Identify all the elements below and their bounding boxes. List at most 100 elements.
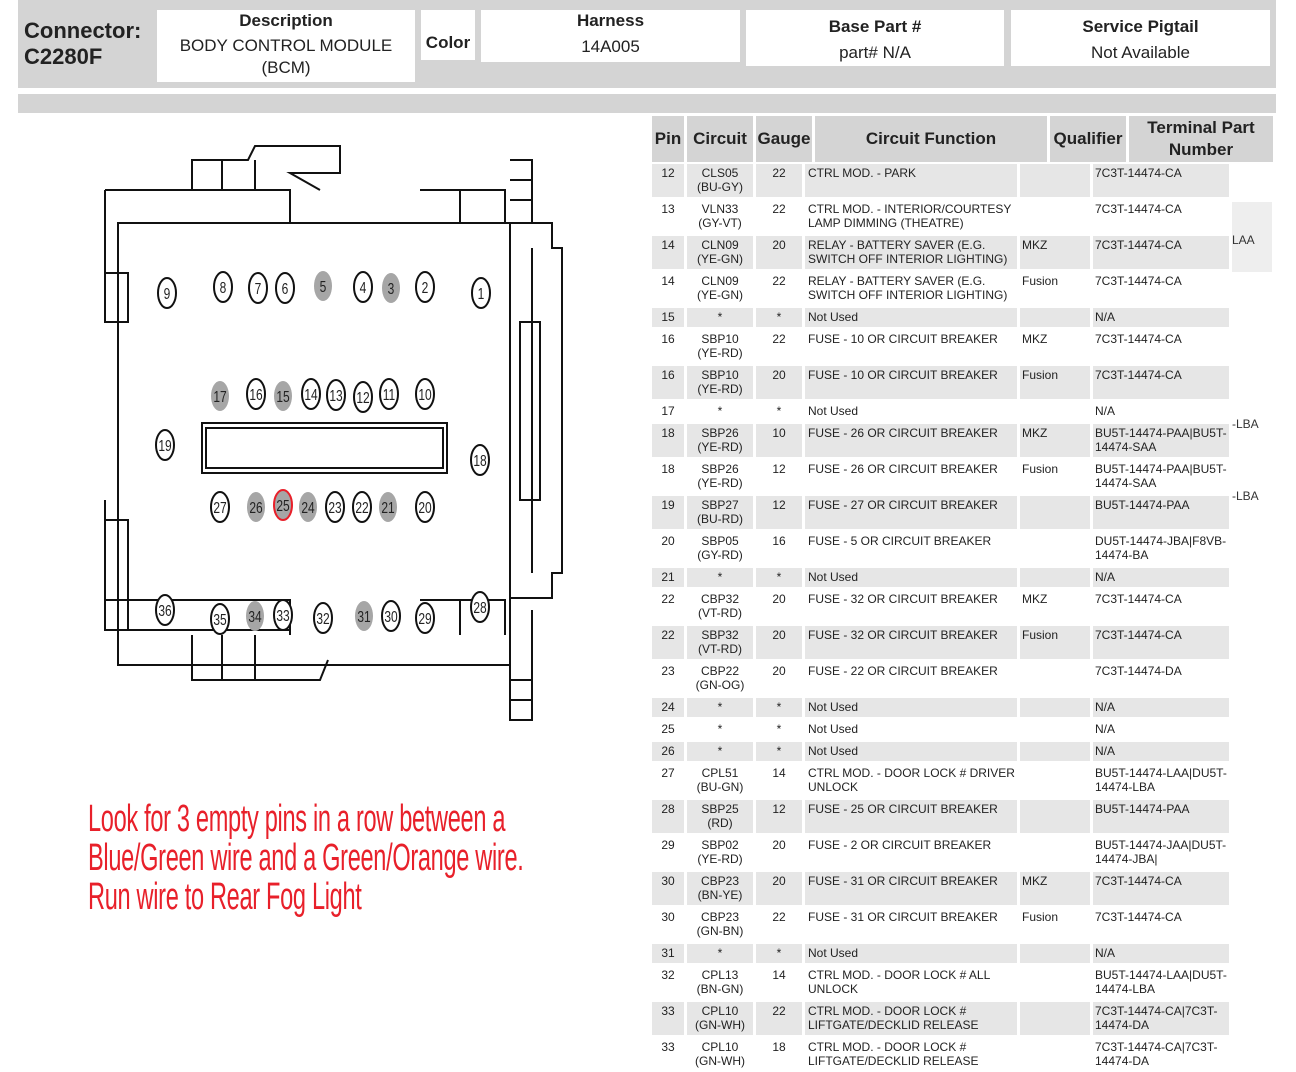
pin-table-header: Pin Circuit Gauge Circuit Function Quali… [652, 116, 1273, 162]
pin-number: 3 [388, 279, 395, 297]
cell-pin: 30 [661, 910, 675, 924]
cell-qualifier: Fusion [1022, 274, 1059, 288]
cell-circuit: SBP10 (YE-RD) [687, 366, 753, 399]
pin-circle [246, 601, 264, 631]
cell-qualifier [1020, 532, 1090, 565]
cell-circuit: SBP10 (YE-RD) [697, 332, 743, 360]
pin-9: 9 [157, 277, 177, 309]
cell-pin: 31 [652, 944, 684, 963]
pin-2: 2 [415, 271, 435, 303]
cell-pin: 21 [652, 568, 684, 587]
cell-circuit: SBP26 (YE-RD) [687, 424, 753, 457]
pin-number: 22 [355, 498, 368, 516]
header-circuit-function: Circuit Function [815, 116, 1047, 162]
cell-circuit-function: FUSE - 31 OR CIRCUIT BREAKER [808, 910, 998, 924]
cell-circuit: SBP27 (BU-RD) [687, 496, 753, 529]
cell-gauge: 20 [756, 872, 802, 905]
pin-30: 30 [381, 600, 401, 632]
cell-circuit: * [687, 308, 753, 327]
cell-circuit-function: CTRL MOD. - DOOR LOCK # ALL UNLOCK [808, 968, 990, 996]
cell-gauge: 22 [772, 202, 786, 216]
cell-circuit-function: FUSE - 32 OR CIRCUIT BREAKER [808, 592, 998, 606]
cell-terminal-part-number: N/A [1093, 308, 1229, 327]
cell-qualifier: Fusion [1020, 626, 1090, 659]
pin-number: 10 [418, 385, 431, 403]
pin-number: 34 [248, 607, 261, 625]
pin-19: 19 [155, 429, 175, 461]
cell-terminal-part-number: 7C3T-14474-CA [1093, 366, 1229, 399]
cell-qualifier: MKZ [1020, 872, 1090, 905]
pin-circle [415, 378, 435, 410]
cell-gauge: 22 [772, 910, 786, 924]
cell-terminal-part-number: N/A [1093, 742, 1229, 761]
pin-14: 14 [301, 378, 321, 410]
header-terminal-part-number: Terminal Part Number [1129, 116, 1273, 162]
cell-circuit: VLN33 (GY-VT) [698, 202, 742, 230]
pin-circle [155, 429, 175, 461]
cell-qualifier [1020, 496, 1090, 529]
cell-circuit: * [687, 698, 753, 717]
cell-circuit-function: Not Used [805, 944, 1017, 963]
cell-pin: 14 [652, 236, 684, 269]
pin-17: 17 [211, 381, 229, 411]
pin-number: 7 [255, 279, 262, 297]
cell-qualifier [1020, 698, 1090, 717]
cell-circuit-function: CTRL MOD. - PARK [805, 164, 1017, 197]
cell-gauge: 14 [772, 968, 786, 982]
cell-pin: 17 [661, 404, 675, 418]
pin-circle [211, 381, 229, 411]
cell-circuit-function: CTRL MOD. - INTERIOR/COURTESY LAMP DIMMI… [808, 202, 1012, 230]
cell-pin: 13 [661, 202, 675, 216]
cell-circuit: SBP05 (GY-RD) [697, 534, 743, 562]
cell-gauge: * [756, 698, 802, 717]
cell-circuit-function: FUSE - 10 OR CIRCUIT BREAKER [808, 332, 998, 346]
color-box: Color [421, 10, 475, 60]
cell-gauge: 20 [772, 664, 786, 678]
cell-terminal-part-number: 7C3T-14474-CA [1095, 332, 1182, 346]
pin-13: 13 [326, 379, 346, 411]
cell-gauge: 18 [772, 1040, 786, 1054]
cell-terminal-part-number: BU5T-14474-LAA|DU5T-14474-LBA [1095, 968, 1227, 996]
pin-number: 2 [422, 278, 429, 296]
pin-number: 36 [158, 601, 171, 619]
cell-pin: 18 [652, 424, 684, 457]
cell-circuit-function: FUSE - 27 OR CIRCUIT BREAKER [805, 496, 1017, 529]
pin-circle [470, 591, 490, 623]
pin-number: 26 [249, 498, 262, 516]
cell-pin: 16 [661, 332, 675, 346]
cell-terminal-part-number: 7C3T-14474-CA|7C3T-14474-DA [1093, 1002, 1229, 1035]
pin-number: 4 [360, 278, 367, 296]
instruction-note: Look for 3 empty pins in a row between a… [88, 798, 524, 918]
pin-15: 15 [274, 381, 292, 411]
pin-circle [299, 492, 317, 522]
pin-26: 26 [247, 492, 265, 522]
pin-31: 31 [355, 601, 373, 631]
cell-qualifier [1020, 944, 1090, 963]
cell-circuit: CLS05 (BU-GY) [687, 164, 753, 197]
pin-number: 5 [320, 277, 327, 295]
pin-number: 32 [316, 609, 329, 627]
pin-10: 10 [415, 378, 435, 410]
cell-qualifier: Fusion [1022, 462, 1059, 476]
cell-pin: 27 [661, 766, 675, 780]
cell-qualifier: Fusion [1020, 366, 1090, 399]
pin-circle [353, 381, 373, 413]
cell-pin: 16 [652, 366, 684, 399]
cell-pin: 20 [661, 534, 675, 548]
edge-fragment: -LBA [1232, 489, 1259, 503]
pin-8: 8 [213, 271, 233, 303]
cell-gauge: 12 [772, 462, 786, 476]
connector-title: Connector: C2280F [24, 18, 142, 69]
cell-terminal-part-number: 7C3T-14474-CA [1095, 592, 1182, 606]
header-divider-bar [18, 94, 1276, 113]
pin-number: 19 [158, 436, 171, 454]
pin-16: 16 [246, 378, 266, 410]
cell-gauge: 22 [756, 164, 802, 197]
